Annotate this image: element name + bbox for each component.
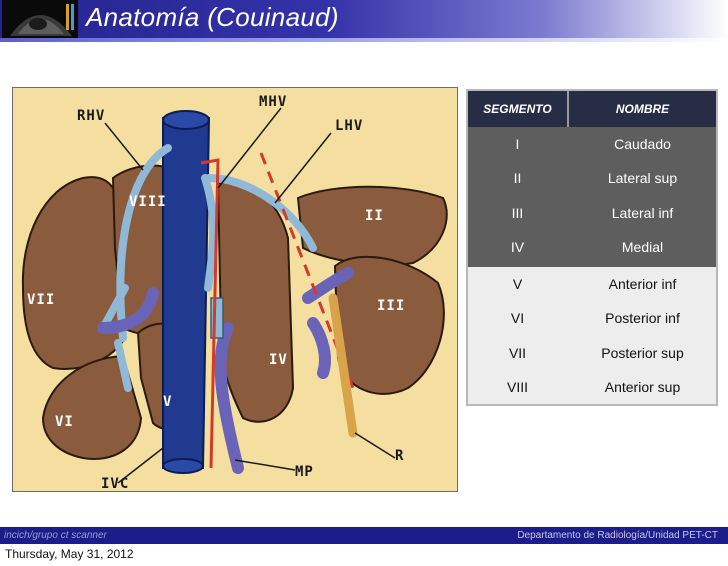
label-vi: VI bbox=[55, 414, 74, 430]
table-band-upper bbox=[468, 127, 716, 267]
label-v: V bbox=[163, 394, 173, 410]
round-ligament bbox=[328, 293, 358, 438]
table-cell-segment: V bbox=[512, 276, 523, 292]
segment-ii-shape bbox=[296, 185, 448, 266]
table-band-lower bbox=[468, 267, 716, 404]
segment-iv-shape bbox=[216, 181, 295, 423]
segment-vii-shape bbox=[21, 176, 127, 370]
table-cell-segment: IV bbox=[510, 239, 525, 255]
table-cell-name: Anterior inf bbox=[608, 276, 677, 292]
label-iii: III bbox=[377, 298, 406, 314]
label-lhv: LHV bbox=[335, 118, 364, 134]
slide-footer: incich/grupo ct scanner Departamento de … bbox=[0, 527, 728, 544]
table-header-row: SEGMENTO NOMBRE bbox=[468, 91, 716, 127]
table-cell-segment: VIII bbox=[506, 379, 528, 395]
table-cell-name: Caudado bbox=[614, 136, 671, 152]
label-ii: II bbox=[365, 208, 384, 224]
ivc-shape bbox=[162, 117, 211, 469]
liver-illustration bbox=[21, 107, 448, 484]
segment-iii-shape bbox=[333, 255, 445, 395]
header-name: NOMBRE bbox=[615, 102, 670, 116]
label-viii: VIII bbox=[129, 194, 167, 210]
table-cell-segment: VI bbox=[510, 310, 525, 326]
label-vii: VII bbox=[27, 292, 56, 308]
label-mp: MP bbox=[295, 464, 314, 480]
header-bar bbox=[0, 0, 728, 38]
segments-table: SEGMENTO NOMBRE I Caudado II Lateral sup… bbox=[466, 89, 718, 406]
header-segment: SEGMENTO bbox=[483, 102, 552, 116]
slide-header: Anatomía (Couinaud) bbox=[0, 0, 728, 42]
label-mhv: MHV bbox=[259, 94, 288, 110]
table-cell-segment: II bbox=[513, 170, 522, 186]
slide-date: Thursday, May 31, 2012 bbox=[5, 547, 134, 561]
slide-title: Anatomía (Couinaud) bbox=[86, 2, 339, 32]
header-stripe bbox=[0, 38, 728, 42]
label-rhv: RHV bbox=[77, 108, 106, 124]
table-cell-segment: III bbox=[511, 205, 524, 221]
middle-hepatic-vein bbox=[201, 174, 218, 292]
table-cell-segment: VII bbox=[508, 345, 527, 361]
table-cell-name: Medial bbox=[621, 239, 664, 255]
left-hepatic-vein bbox=[205, 174, 317, 252]
portal-vein bbox=[214, 322, 244, 474]
table-cell-name: Anterior sup bbox=[604, 379, 681, 395]
ultrasound-thumbnail bbox=[2, 0, 78, 38]
table-cell-name: Posterior inf bbox=[605, 310, 680, 326]
ligament-line bbox=[200, 158, 220, 469]
table-cell-name: Lateral inf bbox=[611, 205, 674, 221]
table-cell-name: Posterior sup bbox=[601, 345, 684, 361]
label-iv: IV bbox=[269, 352, 288, 368]
label-r: R bbox=[395, 448, 405, 464]
footer-left-text: incich/grupo ct scanner bbox=[4, 530, 107, 541]
header-divider bbox=[567, 91, 569, 127]
table-cell-name: Lateral sup bbox=[607, 170, 678, 186]
table-cell-segment: I bbox=[515, 136, 520, 152]
couinaud-liver-diagram: RHV MHV LHV VIII II VII III IV V VI R IV… bbox=[12, 87, 458, 492]
label-ivc: IVC bbox=[101, 476, 130, 492]
footer-right-text: Departamento de Radiología/Unidad PET-CT bbox=[517, 530, 718, 541]
segment-vi-shape bbox=[41, 354, 143, 460]
